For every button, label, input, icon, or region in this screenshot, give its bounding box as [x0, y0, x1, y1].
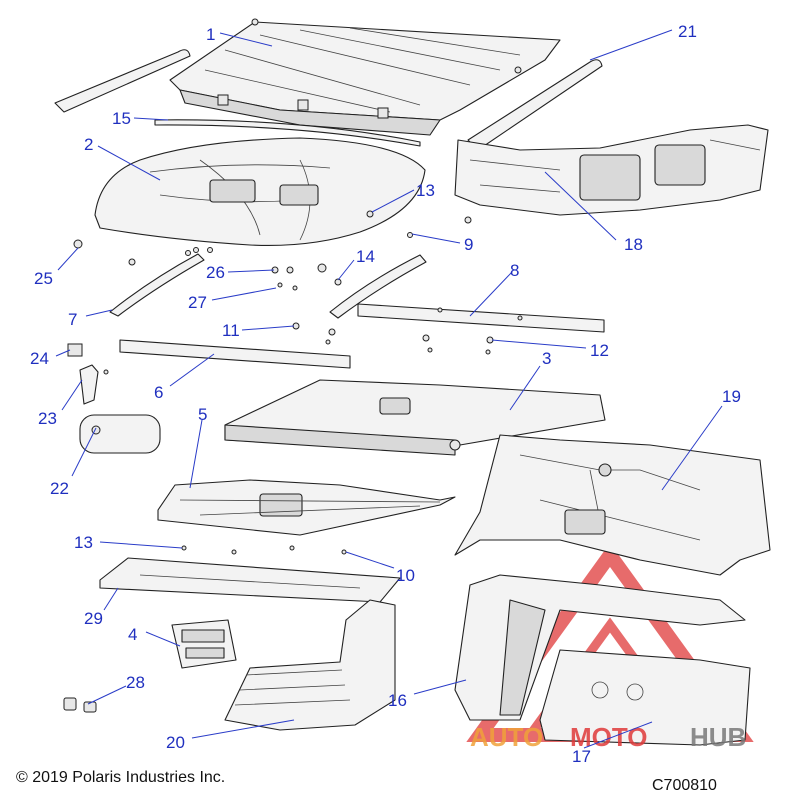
callout-1: 1	[206, 25, 215, 44]
part-clips	[63, 697, 97, 713]
watermark-text: AUTO MOTO HUB	[470, 722, 746, 752]
leader-lines	[55, 29, 723, 749]
callout-4: 4	[128, 625, 137, 644]
callout-12: 12	[590, 341, 609, 360]
part-mirror-mount-23	[79, 364, 99, 405]
callout-7: 7	[68, 310, 77, 329]
callout-16: 16	[388, 691, 407, 710]
part-side-panel	[454, 574, 746, 721]
callout-24: 24	[30, 349, 49, 368]
figure-code: C700810	[652, 777, 717, 794]
part-roof-trim-left	[54, 49, 191, 113]
part-kick-panel	[539, 649, 751, 746]
part-rear-view-mirror	[79, 414, 161, 454]
part-side-trim-left	[109, 253, 205, 317]
callout-numbers: 1 2 3 4 5 6 7 8 9 10 11 12 13 13 14 15 1…	[30, 22, 741, 766]
callout-22: 22	[50, 479, 69, 498]
part-headliner	[94, 137, 426, 247]
callout-10: 10	[396, 566, 415, 585]
part-roof	[169, 18, 561, 136]
callout-11: 11	[222, 321, 240, 340]
callout-2: 2	[84, 135, 93, 154]
callout-15: 15	[112, 109, 131, 128]
callout-17: 17	[572, 747, 591, 766]
part-seal-strip	[154, 119, 421, 147]
hardware-fasteners-mid	[103, 322, 494, 375]
callout-29: 29	[84, 609, 103, 628]
part-rear-panel	[224, 379, 606, 456]
part-lower-liner	[157, 479, 456, 536]
part-dash-frame	[454, 124, 769, 216]
copyright-text: © 2019 Polaris Industries Inc.	[16, 769, 225, 786]
part-roof-trim-right	[467, 59, 603, 151]
callout-9: 9	[464, 235, 473, 254]
part-dash-trim	[99, 557, 401, 603]
callout-6: 6	[154, 383, 163, 402]
callout-19: 19	[722, 387, 741, 406]
watermark-text-moto: MOTO	[570, 722, 648, 752]
callout-14: 14	[356, 247, 375, 266]
callout-5: 5	[198, 405, 207, 424]
callout-25: 25	[34, 269, 53, 288]
callout-13-upper: 13	[416, 181, 435, 200]
part-mirror-bracket-24	[67, 343, 83, 357]
callout-3: 3	[542, 349, 551, 368]
callout-28: 28	[126, 673, 145, 692]
callout-27: 27	[188, 293, 207, 312]
callout-23: 23	[38, 409, 57, 428]
callout-18: 18	[624, 235, 643, 254]
part-floor-step	[224, 599, 396, 731]
part-switch-panel	[171, 619, 237, 669]
hardware-fasteners-lower	[181, 545, 347, 555]
part-front-strip	[119, 339, 351, 369]
callout-8: 8	[510, 261, 519, 280]
callout-26: 26	[206, 263, 225, 282]
callout-13-lower: 13	[74, 533, 93, 552]
callout-20: 20	[166, 733, 185, 752]
callout-21: 21	[678, 22, 697, 41]
watermark-text-hub: HUB	[690, 722, 746, 752]
watermark-text-auto: AUTO	[470, 722, 543, 752]
part-rear-bar	[357, 303, 605, 333]
part-floor-pan	[454, 434, 771, 576]
